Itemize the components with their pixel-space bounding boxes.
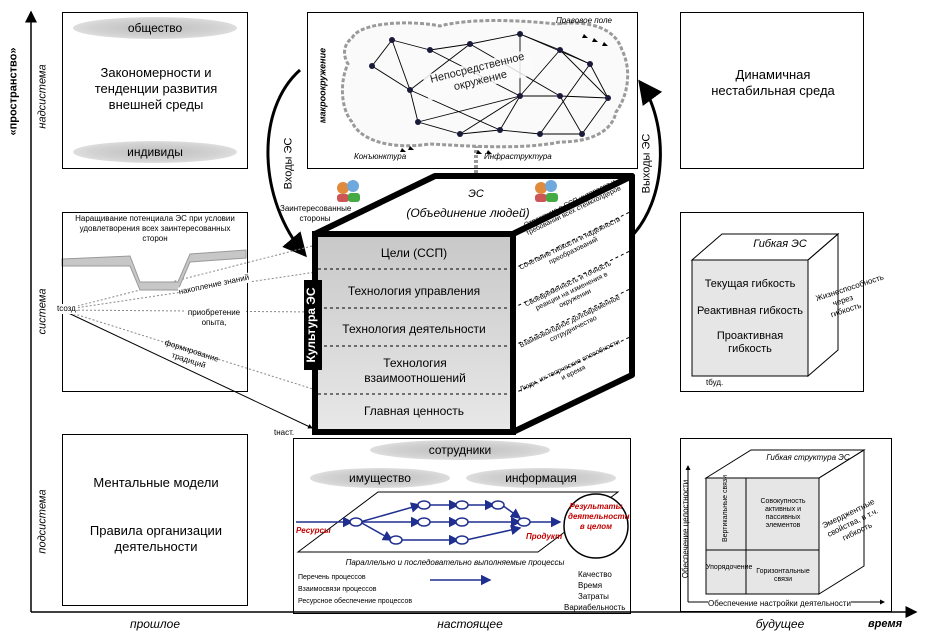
- proactive-flexibility: Проактивная гибкость: [716, 330, 784, 355]
- potential-growth-text: Наращивание потенциала ЭС при условии уд…: [75, 214, 235, 243]
- past-supersystem-panel: общество Закономерности и тенденции разв…: [62, 12, 248, 169]
- information-ellipse: информация: [466, 468, 616, 488]
- stakeholders-label: Заинтересованные стороны: [280, 204, 352, 223]
- external-patterns-text: Закономерности и тенденции развития внеш…: [94, 65, 218, 112]
- infrastructure-label: Инфраструктура: [484, 152, 552, 161]
- process-list-item-2: Взаимосвязи процессов: [298, 586, 377, 593]
- vertical-links-cell: Вертикальные связи: [722, 474, 729, 542]
- cube-subtitle: (Объединение людей): [406, 206, 530, 220]
- future-system-panel: [680, 212, 864, 392]
- current-flexibility: Текущая гибкость: [704, 278, 796, 290]
- society-ellipse: общество: [73, 17, 237, 39]
- individuals-ellipse: индивиды: [73, 141, 237, 163]
- time-label-present: настоящее: [437, 617, 503, 631]
- metric-quality: Качество: [578, 570, 612, 579]
- metric-costs: Затраты: [578, 592, 609, 601]
- flexible-es-title: Гибкая ЭС: [753, 238, 807, 250]
- results-circle: [563, 493, 629, 559]
- stakeholders-icon-left: [337, 180, 360, 202]
- legal-field-label: Правовое поле: [556, 16, 612, 25]
- experience-label: приобретение опыта,: [184, 308, 244, 328]
- property-ellipse: имущество: [310, 468, 450, 488]
- present-subsystem-panel: [293, 438, 631, 614]
- level-label-subsystem: подсистема: [36, 489, 49, 554]
- results-label: Результаты деятельности в целом: [568, 502, 630, 531]
- potential-shape: [61, 249, 247, 291]
- y-axis-title: «пространство»: [7, 47, 20, 136]
- layer-management-tech: Технология управления: [347, 284, 481, 298]
- inputs-label: Входы ЭС: [282, 137, 295, 190]
- future-subsystem-panel: [680, 438, 892, 612]
- t-create-label: tсозд.: [57, 304, 79, 314]
- metric-time: Время: [578, 581, 603, 590]
- time-label-future: будущее: [755, 617, 805, 631]
- integrity-axis-label: Обеспечение целостности: [681, 479, 690, 579]
- inputs-arrow: [266, 68, 307, 258]
- t-future-label: tбуд.: [706, 378, 724, 387]
- culture-label: Культура ЭС: [304, 280, 322, 370]
- level-label-supersystem: надсистема: [36, 64, 49, 129]
- process-list-item-3: Ресурсное обеспечение процессов: [298, 598, 413, 605]
- cube-title: ЭС: [468, 188, 484, 200]
- layer-activity-tech: Технология деятельности: [342, 322, 486, 336]
- product-label: Продукт: [526, 532, 563, 541]
- elements-cell: Совокупность активных и пассивных элемен…: [760, 498, 806, 529]
- time-label-past: прошлое: [129, 617, 181, 631]
- unstable-environment-text: Динамичная нестабильная среда: [711, 67, 835, 98]
- stakeholders-icon-right: [535, 180, 558, 202]
- activity-rules-text: Правила организации деятельности: [89, 523, 223, 554]
- conjuncture-label: Конъюнктура: [354, 152, 407, 161]
- reactive-flexibility: Реактивная гибкость: [696, 305, 804, 317]
- layer-main-value: Главная ценность: [363, 404, 465, 418]
- level-label-system: система: [36, 288, 49, 335]
- processes-caption: Параллельно и последовательно выполняемы…: [345, 558, 565, 567]
- past-subsystem-panel: Ментальные модели Правила организации де…: [62, 434, 248, 606]
- outputs-arrow: [626, 79, 663, 242]
- macro-environment-label: макроокружение: [317, 47, 328, 124]
- flexible-structure-title: Гибкая структура ЭС: [766, 453, 850, 462]
- metric-variability: Вариабельность: [564, 603, 626, 612]
- horizontal-links-cell: Горизонтальные связи: [756, 568, 810, 583]
- ordering-cell: Упорядочение: [706, 564, 753, 571]
- present-supersystem-panel: [307, 12, 638, 169]
- t-now-label: tнаст.: [274, 428, 295, 437]
- future-supersystem-panel: Динамичная нестабильная среда: [680, 12, 864, 169]
- x-axis-title: время: [868, 618, 903, 630]
- process-list-item-1: Перечень процессов: [298, 574, 366, 581]
- staff-ellipse: сотрудники: [370, 440, 550, 460]
- layer-goals: Цели (ССП): [380, 246, 448, 260]
- mental-models-text: Ментальные модели: [93, 475, 219, 490]
- tuning-axis-label: Обеспечение настройки деятельности: [708, 599, 851, 609]
- layer-relations-tech: Технология взаимоотношений: [364, 356, 466, 385]
- outputs-label: Выходы ЭС: [640, 133, 653, 194]
- resources-label: Ресурсы: [296, 526, 331, 535]
- past-system-panel: [62, 212, 248, 392]
